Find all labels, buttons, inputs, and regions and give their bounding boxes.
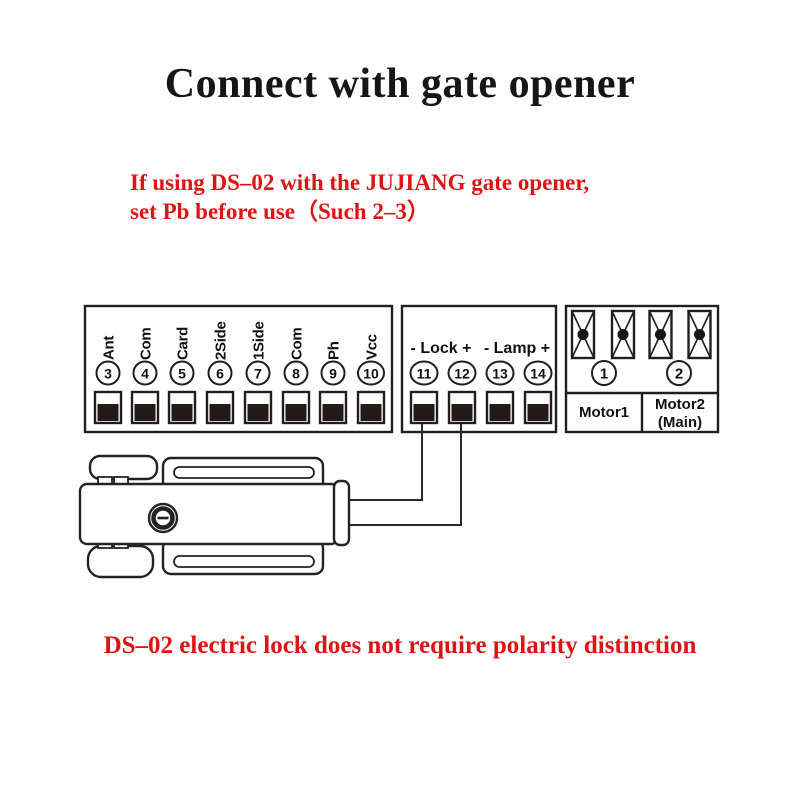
page-title: Connect with gate opener xyxy=(164,61,636,107)
lock-polarity-label: - Lock + xyxy=(411,340,472,357)
terminal-number: 13 xyxy=(492,366,508,382)
motor2-label-line2: (Main) xyxy=(658,414,702,431)
terminal-number: 7 xyxy=(254,366,262,382)
screw-terminal-opening xyxy=(97,404,119,421)
terminal-number-circle xyxy=(132,360,158,386)
terminal-11: 11 xyxy=(409,360,439,425)
lock-lamp-block: - Lock + - Lamp + 11 12 13 xyxy=(400,304,558,434)
lock-body xyxy=(78,482,340,546)
terminal-14: 14 xyxy=(523,360,553,425)
footer-note: DS–02 electric lock does not require pol… xyxy=(103,632,697,659)
terminal-number: 5 xyxy=(178,366,186,382)
terminal-column-ph: Ph 9 xyxy=(318,341,348,425)
terminal-number-circle xyxy=(523,360,553,386)
terminal-number: 10 xyxy=(363,366,379,382)
screw-terminal-opening xyxy=(413,404,435,421)
terminal-number: 4 xyxy=(141,366,149,382)
terminal-column-com1: Com 4 xyxy=(130,328,160,425)
screw-terminal-opening xyxy=(285,404,307,421)
terminal-label: Vcc xyxy=(364,334,381,360)
terminal-number-circle xyxy=(207,360,233,386)
terminal-12: 12 xyxy=(447,360,477,425)
screw-terminal-opening xyxy=(247,404,269,421)
motor1-label: Motor1 xyxy=(579,404,629,421)
screw-terminal-opening xyxy=(171,404,193,421)
usage-note-line-1: If using DS–02 with the JUJIANG gate ope… xyxy=(130,170,590,195)
terminal-number-circle xyxy=(283,360,309,386)
motor1-number: 1 xyxy=(600,366,608,383)
terminal-label: Card xyxy=(175,327,192,360)
motor2-number: 2 xyxy=(675,366,683,383)
screw-terminal-opening xyxy=(322,404,344,421)
terminal-13: 13 xyxy=(485,360,515,425)
terminal-number: 12 xyxy=(454,366,470,382)
lock-wire-to-terminal-12 xyxy=(349,424,462,526)
terminal-number-circle xyxy=(357,360,385,386)
control-board-block: Ant 3 Com 4 Card 5 2Side xyxy=(83,304,394,434)
terminal-number-circle xyxy=(409,360,439,386)
terminal-number-circle xyxy=(245,360,271,386)
terminal-number-circle xyxy=(169,360,195,386)
screw-terminal-opening xyxy=(209,404,231,421)
motor-screw-terminal xyxy=(610,309,636,360)
lock-wire-to-terminal-11 xyxy=(349,424,423,501)
lock-bottom-left-tab xyxy=(86,544,155,579)
lock-end-cap xyxy=(332,479,351,547)
terminal-label: 2Side xyxy=(213,321,230,360)
terminal-number-circle xyxy=(320,360,346,386)
motor1-number-circle xyxy=(591,360,617,386)
motor-block: 1 2 Motor1 Motor2 (Main) xyxy=(564,304,720,434)
screw-terminal-opening xyxy=(360,404,382,421)
terminal-column-2side: 2Side 6 xyxy=(205,321,235,425)
lock-top-left-tab xyxy=(88,454,159,481)
motor-screw-terminal xyxy=(687,309,712,360)
screw-terminal-opening xyxy=(527,404,549,421)
terminal-number: 11 xyxy=(417,366,432,382)
terminal-label: Com xyxy=(289,328,306,360)
motor-screw-terminal xyxy=(648,309,673,360)
motor2-label-line1: Motor2 xyxy=(655,396,705,413)
lock-top-slot xyxy=(173,466,315,479)
terminal-number: 6 xyxy=(216,366,224,382)
terminal-column-card: Card 5 xyxy=(167,327,197,425)
lock-cylinder xyxy=(147,502,179,534)
terminal-column-com2: Com 8 xyxy=(281,328,311,425)
terminal-number-circle xyxy=(95,360,121,386)
electric-lock-drawing xyxy=(78,454,351,579)
usage-note: If using DS–02 with the JUJIANG gate ope… xyxy=(130,168,589,226)
terminal-number: 8 xyxy=(292,366,300,382)
lock-bottom-slot xyxy=(173,555,315,568)
terminal-column-1side: 1Side 7 xyxy=(243,321,273,425)
terminal-label: Com xyxy=(138,328,155,360)
screw-terminal-opening xyxy=(489,404,511,421)
motor2-number-circle xyxy=(666,360,692,386)
terminal-number-circle xyxy=(485,360,515,386)
terminal-number-circle xyxy=(447,360,477,386)
usage-note-line-2: set Pb before use（Such 2–3） xyxy=(130,199,430,224)
terminal-label: 1Side xyxy=(251,321,268,360)
terminal-number: 14 xyxy=(530,366,546,382)
motor-screw-terminal xyxy=(570,309,596,360)
terminal-number: 3 xyxy=(104,366,112,382)
screw-terminal-opening xyxy=(451,404,473,421)
terminal-number: 9 xyxy=(329,366,337,382)
terminal-column-vcc: Vcc 10 xyxy=(356,334,386,425)
screw-terminal-opening xyxy=(134,404,156,421)
terminal-column-ant: Ant 3 xyxy=(93,336,123,425)
lamp-polarity-label: - Lamp + xyxy=(484,340,550,357)
terminal-label: Ant xyxy=(101,336,118,360)
terminal-label: Ph xyxy=(326,341,343,360)
